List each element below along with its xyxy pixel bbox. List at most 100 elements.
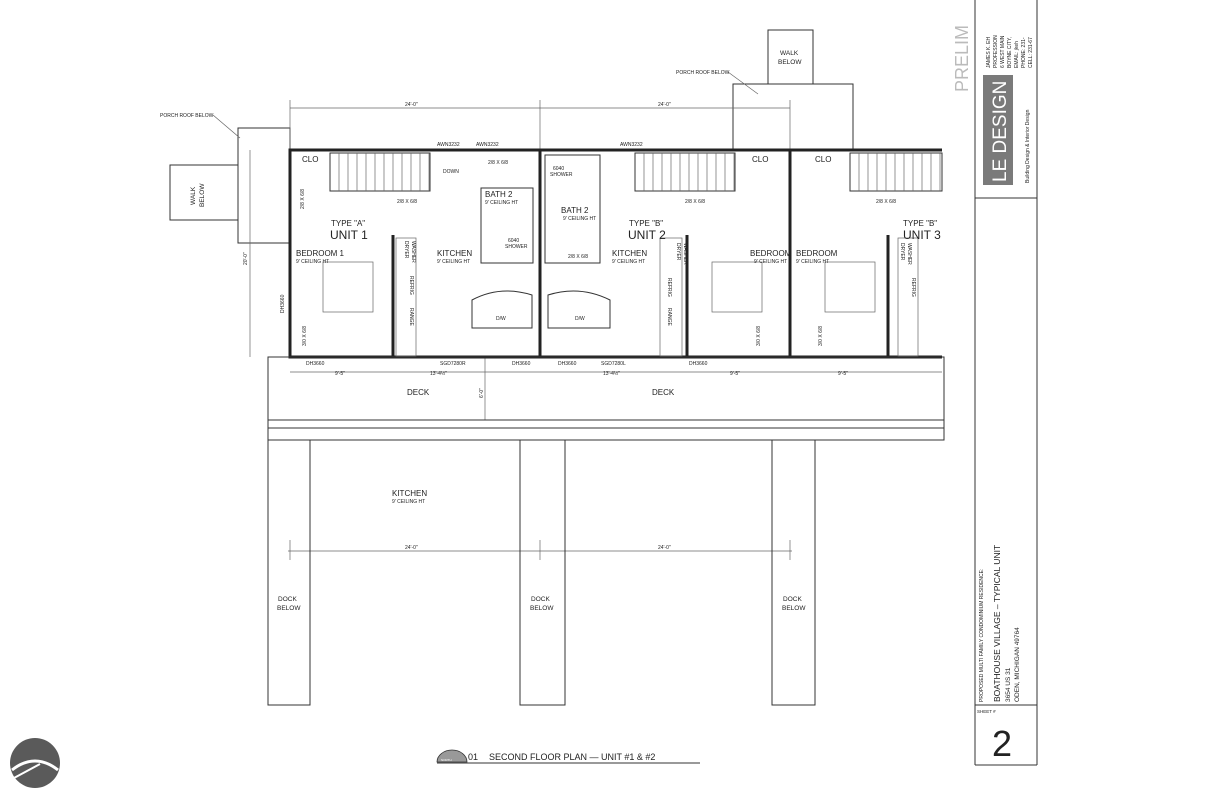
furniture — [322, 237, 919, 357]
shower-label: 6040 — [508, 238, 519, 244]
ceiling-label: 9' CEILING HT — [437, 259, 470, 265]
ceiling-label: 9' CEILING HT — [796, 259, 829, 265]
door-label: SGD7280R — [440, 361, 466, 367]
dock-below-label: BELOW — [530, 605, 554, 612]
logo-text: LE DESIGN — [990, 81, 1011, 182]
plan-labels: PORCH ROOF BELOW PORCH ROOF BELOW WALK B… — [160, 50, 941, 612]
ceiling-label: 9' CEILING HT — [296, 259, 329, 265]
site-logo-icon — [10, 738, 60, 788]
room-label: BEDROOM — [750, 249, 792, 258]
ceiling-label: 9' CEILING HT — [563, 216, 596, 222]
deck-label: DECK — [407, 388, 430, 397]
dock-below-label: DOCK — [783, 596, 802, 603]
porch-roof-label: PORCH ROOF BELOW — [160, 113, 214, 119]
north-label: NORTH — [441, 758, 452, 762]
contact-line: 6 WEST MAIN — [1000, 35, 1006, 68]
stair-run — [329, 152, 431, 192]
appliance-label: D/W — [496, 316, 506, 322]
stair-run — [849, 152, 943, 192]
bath-label: BATH 2 — [561, 206, 589, 215]
dock-below-label: DOCK — [278, 596, 297, 603]
sheet-number: 2 — [992, 723, 1012, 764]
le-design-logo — [983, 75, 1013, 185]
door-label: SGD7280L — [601, 361, 626, 367]
window-label: DH3660 — [306, 361, 325, 367]
appliance-label: DRYER — [675, 243, 681, 261]
unit-1-label: UNIT 1 — [330, 228, 368, 242]
appliance-label: DRYER — [899, 243, 905, 261]
dimension-label: 6'-0" — [479, 388, 485, 398]
dock-below-label: DOCK — [531, 596, 550, 603]
room-label: KITCHEN — [437, 249, 472, 258]
contact-line: PHONE: 231- — [1021, 37, 1027, 68]
appliance-label: REFRIG — [666, 278, 672, 297]
walk-below-label: WALK — [780, 50, 799, 57]
stairs — [329, 152, 943, 192]
window-label: DH3660 — [512, 361, 531, 367]
contact-line: CELL: 231-67 — [1028, 37, 1034, 68]
appliance-label: DRYER — [403, 241, 409, 259]
window-label: AWN3232 — [620, 142, 643, 148]
dimension-label: 24'-0" — [405, 545, 418, 551]
door-label: 3/0 X 6/8 — [818, 326, 824, 346]
closet-label: CLO — [752, 155, 768, 164]
caption-title: SECOND FLOOR PLAN — UNIT #1 & #2 — [489, 752, 655, 762]
project-name: BOATHOUSE VILLAGE – TYPICAL UNIT — [992, 545, 1002, 702]
contact-line: EMAIL: jkeh — [1014, 41, 1020, 68]
shower-label: 6040 — [553, 166, 564, 172]
door-label: 2/8 X 6/8 — [397, 199, 417, 205]
closet-label: CLO — [302, 155, 318, 164]
dock-below-label: BELOW — [277, 605, 301, 612]
sheet-label: SHEET # — [977, 709, 996, 714]
title-block: PRELIM LE DESIGN Building Design & Inter… — [952, 0, 1038, 766]
appliance-label: REFRIG — [910, 278, 916, 297]
room-label: KITCHEN — [392, 489, 427, 498]
walk-below-label: BELOW — [199, 183, 206, 207]
drawing-caption: NORTH 01 SECOND FLOOR PLAN — UNIT #1 & #… — [436, 749, 700, 764]
window-label: AWN3232 — [437, 142, 460, 148]
project-address: ODEN, MICHIGAN 49764 — [1014, 627, 1021, 702]
dimension-lines — [249, 100, 942, 560]
appliance-label: RANGE — [666, 308, 672, 326]
dimension-label: 24'-0" — [658, 102, 671, 108]
bath-label: BATH 2 — [485, 190, 513, 199]
ceiling-label: 9' CEILING HT — [392, 499, 425, 505]
window-label: DH3660 — [558, 361, 577, 367]
door-label: 3/0 X 6/8 — [302, 326, 308, 346]
dock-below-label: BELOW — [782, 605, 806, 612]
walk-below-label: WALK — [190, 186, 197, 205]
shower-label: SHOWER — [550, 172, 573, 178]
door-label: 2/8 X 6/8 — [685, 199, 705, 205]
project-type: PROPOSED MULTI FAMILY CONDOMINIUM RESIDE… — [979, 569, 985, 702]
door-label: 2/8 X 6/8 — [876, 199, 896, 205]
dimension-label: 13'-4½" — [603, 370, 620, 377]
stair-down-label: DOWN — [443, 169, 459, 175]
unit-2-label: UNIT 2 — [628, 228, 666, 242]
walk-below-label: BELOW — [778, 59, 802, 66]
appliance-label: REFRIG — [408, 276, 414, 295]
designer-contact: JAMES K. EH PROFESSION 6 WEST MAIN BOYNE… — [986, 35, 1034, 68]
ceiling-label: 9' CEILING HT — [754, 259, 787, 265]
window-label: DH3660 — [280, 294, 286, 313]
ceiling-label: 9' CEILING HT — [612, 259, 645, 265]
window-label: DH3660 — [689, 361, 708, 367]
porch-roof-label: PORCH ROOF BELOW — [676, 70, 730, 76]
appliance-label: D/W — [575, 316, 585, 322]
unit-type-label: TYPE "A" — [331, 219, 365, 228]
shower-label: SHOWER — [505, 244, 528, 250]
deck-and-dock — [267, 356, 945, 706]
dimension-label: 13'-4½" — [430, 370, 447, 377]
closet-label: CLO — [815, 155, 831, 164]
unit-3-label: UNIT 3 — [903, 228, 941, 242]
appliance-label: WASHER — [410, 241, 416, 263]
door-label: 3/0 X 6/8 — [756, 326, 762, 346]
ceiling-label: 9' CEILING HT — [485, 200, 518, 206]
contact-line: BOYNE CITY, — [1007, 37, 1013, 68]
contact-line: PROFESSION — [993, 35, 999, 68]
project-address: 3654 US 31 — [1005, 667, 1012, 702]
appliance-label: RANGE — [408, 308, 414, 326]
dimension-label: 20'-0" — [243, 252, 249, 265]
tagline: Building Design & Interior Design — [1025, 109, 1031, 183]
appliance-label: WASHER — [682, 243, 688, 265]
